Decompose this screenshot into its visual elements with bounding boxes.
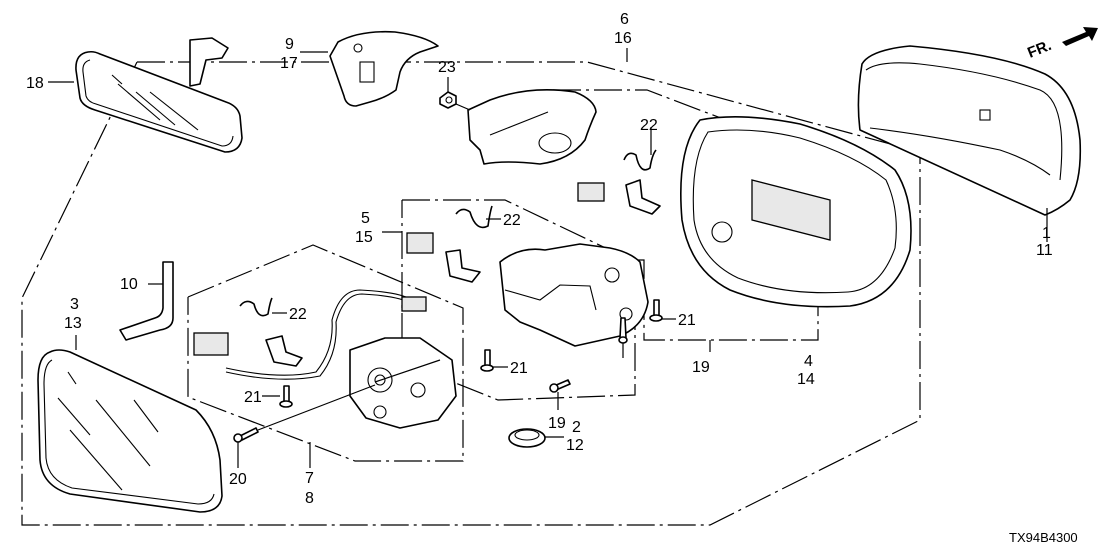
part-bolt-21-middle bbox=[480, 349, 494, 372]
arrow-icon bbox=[1062, 27, 1098, 46]
part-bolt-21-right bbox=[649, 299, 663, 322]
callout-12: 12 bbox=[566, 437, 584, 454]
callout-22-lower: 22 bbox=[289, 306, 307, 323]
callout-20: 20 bbox=[229, 471, 247, 488]
callout-4: 4 bbox=[804, 353, 813, 370]
callout-15: 15 bbox=[355, 229, 373, 246]
diagram-code: TX94B4300 bbox=[1009, 530, 1078, 545]
callout-7: 7 bbox=[305, 470, 314, 487]
assembly-group-7-8-outline bbox=[187, 244, 464, 462]
part-screw-19-lower bbox=[549, 379, 571, 393]
part-screw-19-upper bbox=[618, 317, 628, 344]
part-screw-20 bbox=[233, 427, 259, 443]
part-wire-harness bbox=[225, 289, 427, 380]
part-bracket-lower bbox=[265, 335, 303, 367]
part-clip-upper bbox=[623, 149, 657, 171]
callout-9: 9 bbox=[285, 36, 294, 53]
part-connector-middle bbox=[406, 232, 434, 254]
callout-14: 14 bbox=[797, 371, 815, 388]
callout-2: 2 bbox=[572, 419, 581, 436]
front-direction-label: FR. bbox=[1025, 37, 1054, 62]
callout-22-upper: 22 bbox=[640, 117, 658, 134]
part-bolt-21-left bbox=[279, 385, 293, 408]
callout-18: 18 bbox=[26, 75, 44, 92]
part-seal-ring bbox=[508, 428, 546, 448]
part-rear-view-mirror bbox=[75, 37, 243, 153]
callout-22-middle: 22 bbox=[503, 212, 521, 229]
part-bracket-middle bbox=[445, 249, 481, 283]
part-nut bbox=[439, 91, 457, 109]
assembly-group-4-14-outline bbox=[553, 89, 819, 341]
part-connector-upper bbox=[577, 182, 605, 202]
callout-13: 13 bbox=[64, 315, 82, 332]
part-clip-lower bbox=[239, 297, 273, 317]
callout-21-left: 21 bbox=[244, 389, 262, 406]
callout-11: 11 bbox=[1036, 242, 1053, 259]
part-hose bbox=[119, 261, 174, 341]
callout-5: 5 bbox=[361, 210, 370, 227]
part-mirror-actuator bbox=[349, 337, 457, 429]
leader-lines bbox=[48, 48, 1048, 468]
callout-16: 16 bbox=[614, 30, 632, 47]
part-connector-lower bbox=[193, 332, 229, 356]
callout-3: 3 bbox=[70, 296, 79, 313]
callout-10: 10 bbox=[120, 276, 138, 293]
callout-19-lower: 19 bbox=[548, 415, 566, 432]
part-mirror-base bbox=[467, 88, 597, 165]
callout-8: 8 bbox=[305, 490, 314, 507]
callout-1: 1 bbox=[1042, 225, 1051, 242]
part-mirror-glass bbox=[37, 349, 223, 513]
callout-6: 6 bbox=[620, 11, 629, 28]
part-skull-cap bbox=[857, 45, 1082, 216]
front-direction-indicator: FR. bbox=[1025, 27, 1098, 62]
callout-19-upper: 19 bbox=[692, 359, 710, 376]
callout-17: 17 bbox=[280, 55, 298, 72]
part-bracket-upper bbox=[625, 179, 661, 215]
part-clip-middle bbox=[455, 205, 493, 229]
callout-21-middle: 21 bbox=[510, 360, 528, 377]
callout-21-right: 21 bbox=[678, 312, 696, 329]
assembly-group-6-16-outline bbox=[21, 61, 921, 526]
part-base-cover bbox=[329, 30, 439, 107]
part-mirror-housing bbox=[680, 116, 912, 308]
callout-23: 23 bbox=[438, 59, 456, 76]
